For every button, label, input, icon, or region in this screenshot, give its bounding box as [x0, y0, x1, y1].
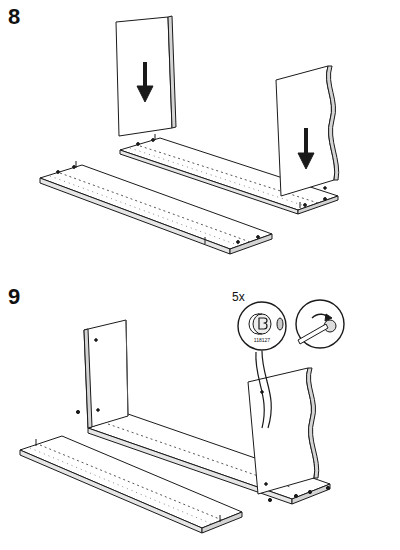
leader-line [256, 352, 264, 428]
step-number: 9 [8, 286, 20, 308]
screwdriver-callout [296, 300, 344, 348]
step-number: 8 [8, 4, 20, 29]
cam-lock-callout [238, 302, 286, 350]
quantity-label: 5x [232, 290, 245, 304]
step-number: 9 [8, 284, 20, 309]
shelf-panel [40, 161, 272, 254]
side-panel [276, 66, 339, 196]
side-panel [84, 320, 128, 428]
shelf-panel [20, 436, 242, 533]
part-number: 118127 [254, 337, 270, 343]
quantity-label: 5x [232, 291, 245, 303]
side-panel [116, 16, 176, 136]
step-number: 8 [8, 6, 20, 28]
side-panel [248, 368, 319, 494]
part-number: 118127 [254, 338, 270, 343]
